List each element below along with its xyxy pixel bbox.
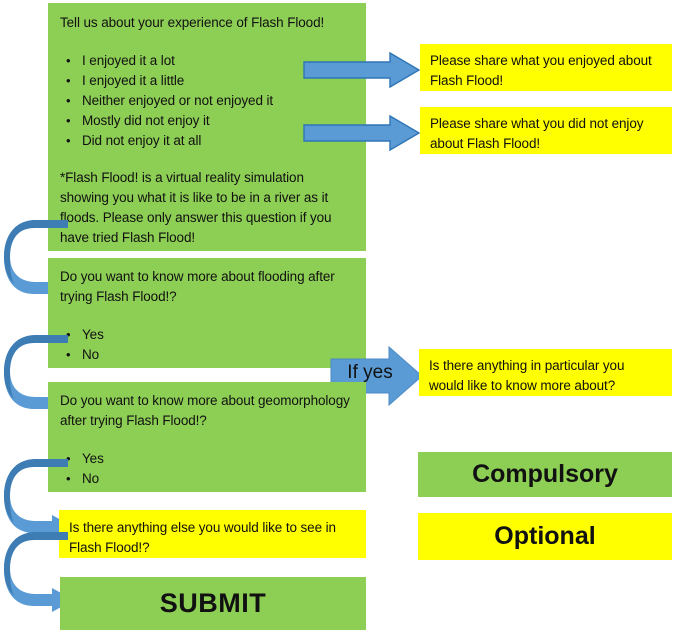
list-item[interactable]: I enjoyed it a little — [60, 71, 354, 91]
curved-arrow-q3-to-q4 — [4, 459, 74, 539]
question-4-text: Is there anything else you would like to… — [69, 520, 336, 555]
list-item[interactable]: No — [60, 469, 354, 489]
followup-enjoyed-text: Please share what you enjoyed about Flas… — [430, 53, 652, 88]
if-yes-followup-box[interactable]: Is there anything in particular you woul… — [419, 349, 672, 396]
question-1-footnote: *Flash Flood! is a virtual reality simul… — [60, 170, 332, 245]
question-1-prompt: Tell us about your experience of Flash F… — [60, 15, 325, 30]
list-item[interactable]: Mostly did not enjoy it — [60, 111, 354, 131]
legend-compulsory-label: Compulsory — [472, 460, 618, 488]
list-item[interactable]: Yes — [60, 449, 354, 469]
list-item[interactable]: Neither enjoyed or not enjoyed it — [60, 91, 354, 111]
list-item[interactable]: I enjoyed it a lot — [60, 51, 354, 71]
if-yes-label: If yes — [347, 362, 393, 383]
question-2-box[interactable]: Do you want to know more about flooding … — [48, 258, 366, 368]
question-4-box[interactable]: Is there anything else you would like to… — [59, 510, 366, 558]
arrow-to-enjoyed-followup — [303, 51, 421, 89]
legend-optional-box: Optional — [418, 513, 672, 560]
question-1-options: I enjoyed it a lot I enjoyed it a little… — [60, 51, 354, 151]
submit-button[interactable]: SUBMIT — [60, 577, 366, 630]
if-yes-followup-text: Is there anything in particular you woul… — [429, 358, 625, 393]
question-3-box[interactable]: Do you want to know more about geomorpho… — [48, 382, 366, 492]
question-3-options: Yes No — [60, 449, 354, 489]
followup-not-enjoyed-text: Please share what you did not enjoy abou… — [430, 116, 644, 151]
question-2-options: Yes No — [60, 325, 354, 365]
list-item[interactable]: Did not enjoy it at all — [60, 131, 354, 151]
curved-arrow-q4-to-submit — [4, 532, 74, 612]
legend-compulsory-box: Compulsory — [418, 452, 672, 497]
question-3-prompt: Do you want to know more about geomorpho… — [60, 393, 350, 428]
followup-enjoyed-box[interactable]: Please share what you enjoyed about Flas… — [420, 44, 672, 91]
followup-not-enjoyed-box[interactable]: Please share what you did not enjoy abou… — [420, 107, 672, 154]
submit-label: SUBMIT — [159, 588, 267, 618]
list-item[interactable]: No — [60, 345, 354, 365]
arrow-to-not-enjoyed-followup — [303, 114, 421, 152]
list-item[interactable]: Yes — [60, 325, 354, 345]
question-2-prompt: Do you want to know more about flooding … — [60, 269, 335, 304]
legend-optional-label: Optional — [494, 522, 596, 550]
